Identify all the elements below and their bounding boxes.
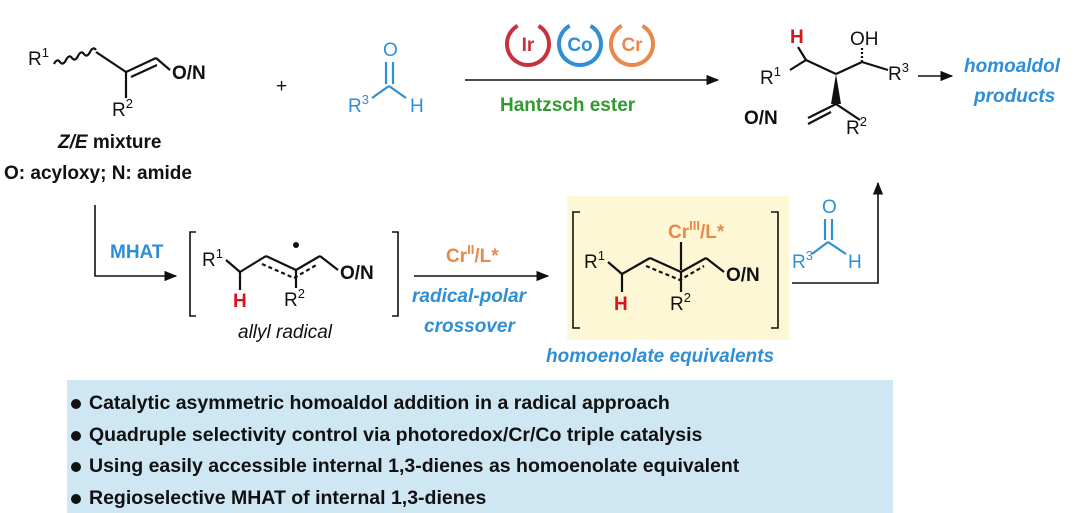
hantzsch-ester-label: Hantzsch ester [500, 95, 636, 116]
summary-item: Using easily accessible internal 1,3-die… [69, 451, 893, 483]
bond [388, 85, 407, 99]
homoenolate-on-group: O/N [726, 265, 760, 286]
product-r3: R3 [888, 60, 909, 85]
left-bracket [189, 231, 196, 317]
allyl-r1: R1 [202, 246, 223, 271]
cobalt-label: Co [567, 35, 592, 56]
bullet-icon [71, 399, 81, 409]
iridium-cycle-icon [505, 21, 551, 67]
bond [835, 103, 861, 121]
bond [95, 51, 127, 73]
bond [680, 257, 707, 273]
bond [295, 255, 321, 271]
bond [265, 255, 297, 271]
reactant-r1: R1 [28, 45, 49, 70]
aldehyde-r3: R3 [348, 92, 369, 117]
homoenolate-highlight [567, 196, 789, 340]
aldehyde-h: H [410, 96, 424, 117]
chromium-cycle-icon [609, 21, 655, 67]
product-r1: R1 [760, 64, 781, 89]
homoaldol-product: H R1 OH R3 O/N R2 [744, 27, 909, 139]
cr-ii-reagent: CrII/L* [446, 242, 499, 267]
group-legend: O: acyloxy; N: amide [4, 163, 192, 184]
bond [607, 261, 623, 275]
chromium-label: Cr [621, 35, 643, 56]
bond [835, 61, 863, 75]
radical-polar-label: radical-polar [412, 286, 528, 307]
plus-sign: + [276, 76, 287, 97]
homoenolate-h: H [614, 294, 628, 315]
wedge-bond [831, 74, 841, 104]
bond [807, 103, 837, 119]
products-label: products [973, 86, 1055, 107]
aldehyde-oxygen: O [383, 40, 398, 61]
bond [705, 257, 725, 273]
mhat-arrow [94, 205, 178, 282]
scheme-canvas: R1 O/N R2 Z/E mixture O: acyloxy; N: ami… [4, 21, 1061, 367]
addition-arrow [792, 181, 884, 284]
bond [371, 85, 390, 99]
reactant-on-group: O/N [172, 63, 206, 84]
catalyst-cycles: Ir Co Cr [505, 21, 655, 67]
homoenolate-r2: R2 [670, 290, 691, 315]
bond [797, 46, 807, 61]
double-bond [130, 64, 158, 78]
bullet-icon [71, 493, 81, 504]
cobalt-cycle-icon [557, 21, 603, 67]
mhat-label: MHAT [110, 242, 164, 263]
bond [155, 57, 171, 71]
homoenolate-structure: CrIII/L* R1 H R2 O/N [584, 218, 760, 315]
reactant-diene: R1 O/N R2 Z/E mixture O: acyloxy; N: ami… [4, 45, 206, 184]
homoenolate-caption: homoenolate equivalents [546, 346, 774, 367]
aldehyde-reagent: O R3 H [348, 40, 424, 117]
allyl-r2: R2 [284, 286, 305, 311]
bond [239, 255, 267, 273]
bond [789, 59, 807, 71]
double-bond [807, 111, 832, 125]
aldehyde2-h: H [848, 252, 862, 273]
summary-box: Catalytic asymmetric homoaldol addition … [67, 380, 893, 513]
right-bracket [392, 231, 399, 317]
bond [649, 256, 682, 274]
allyl-on-group: O/N [340, 263, 374, 284]
left-bracket [572, 211, 580, 329]
allyl-caption: allyl radical [238, 322, 333, 343]
product-on-group: O/N [744, 108, 778, 129]
reactant-r2: R2 [112, 96, 133, 121]
aldehyde2-oxygen: O [822, 197, 837, 218]
product-r2: R2 [846, 114, 867, 139]
bond [805, 59, 837, 75]
homoaldol-label: homoaldol [964, 56, 1061, 77]
bond [827, 241, 847, 255]
product-oh: OH [850, 29, 879, 50]
mixture-label: Z/E mixture [57, 132, 161, 153]
aldehyde2-r3: R3 [792, 248, 813, 273]
allyl-h: H [233, 291, 247, 312]
aldehyde-reagent-2: O R3 H [792, 197, 862, 273]
bullet-icon [71, 430, 81, 441]
bond [319, 255, 339, 271]
allyl-radical-structure: R1 H R2 O/N [202, 242, 374, 312]
radical-dot [293, 242, 299, 248]
product-h: H [790, 27, 804, 48]
homoenolate-r1: R1 [584, 248, 605, 273]
bond [125, 57, 157, 73]
wavy-bond [53, 47, 97, 65]
cr-iii-ligand: CrIII/L* [668, 218, 725, 243]
bullet-icon [71, 462, 81, 472]
crossover-label: crossover [424, 316, 516, 337]
bond [811, 241, 829, 255]
iridium-label: Ir [522, 35, 535, 56]
summary-list: Catalytic asymmetric homoaldol addition … [67, 388, 893, 513]
bond [861, 60, 889, 72]
right-bracket [771, 211, 779, 329]
summary-item: Catalytic asymmetric homoaldol addition … [69, 388, 893, 420]
summary-item: Regioselective MHAT of internal 1,3-dien… [69, 483, 893, 513]
bond [225, 259, 241, 273]
bond [621, 257, 651, 275]
summary-item: Quadruple selectivity control via photor… [69, 420, 893, 452]
